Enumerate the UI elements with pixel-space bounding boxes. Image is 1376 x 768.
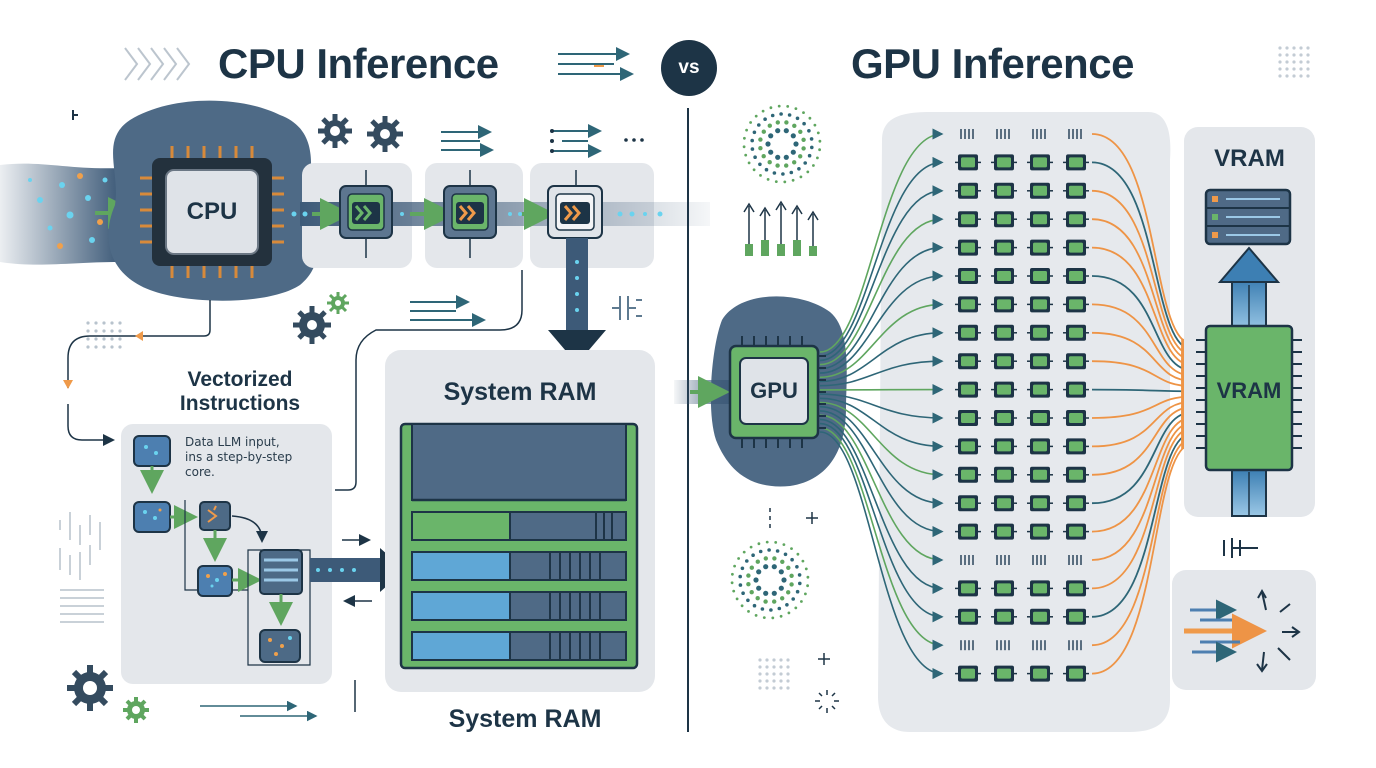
vs-badge: vs — [661, 40, 717, 96]
gear-icon — [293, 306, 331, 344]
radial-burst-icon — [742, 104, 822, 184]
system-ram-caption: System RAM — [448, 705, 602, 733]
vram-panel-header: VRAM — [1214, 145, 1285, 172]
gpu-core-grid — [955, 129, 1089, 682]
stage-chip-3 — [547, 170, 603, 258]
gear-icon — [327, 292, 349, 314]
gear-icon — [318, 114, 352, 148]
cpu-chip-label: CPU — [186, 198, 238, 225]
converging-arrows-icon — [1184, 588, 1301, 673]
vram-up-arrow — [1217, 246, 1281, 333]
gear-icon — [67, 665, 113, 711]
speed-lines-icon — [410, 124, 602, 327]
gpu-chip-label: GPU — [750, 378, 798, 403]
up-arrows-icon — [743, 200, 819, 256]
input-stream — [0, 163, 140, 265]
server-icon — [1204, 188, 1292, 246]
vectorized-instructions-label: Vectorized Instructions — [179, 368, 301, 415]
ram-module — [399, 422, 639, 670]
gpu-array-panel — [878, 112, 1171, 732]
vector-chip — [133, 435, 311, 666]
gpu-chip — [728, 336, 826, 448]
stage-chip-2 — [443, 170, 497, 258]
dot-grid-icon — [1278, 46, 1310, 78]
vram-chip — [1196, 324, 1302, 472]
chevrons-icon — [124, 47, 191, 81]
down-arrow-to-ram — [548, 238, 606, 364]
system-ram-panel-label: System RAM — [443, 378, 597, 406]
vram-chip-label: VRAM — [1216, 378, 1282, 403]
stage-chip-1 — [339, 170, 393, 258]
fan-in-lines — [819, 128, 944, 680]
vectorized-note: Data LLM input, ins a step-by-step core. — [185, 435, 293, 479]
gear-icon — [123, 697, 149, 723]
cpu-chip — [140, 146, 284, 278]
bracket-icon — [1223, 538, 1258, 558]
fan-out-lines — [1091, 133, 1194, 675]
speed-lines-icon — [558, 47, 634, 81]
spark-icon — [815, 690, 839, 713]
cpu-inference-title: CPU Inference — [218, 40, 499, 87]
dash-pattern-icon — [59, 512, 104, 623]
gear-icon — [367, 116, 403, 152]
radial-burst-icon — [730, 540, 810, 620]
dot-grid-icon — [86, 321, 122, 349]
bracket-icon — [612, 296, 642, 320]
vram-down-arrow — [1231, 469, 1267, 517]
gpu-inference-title: GPU Inference — [851, 40, 1134, 87]
dot-grid-icon — [758, 658, 790, 690]
